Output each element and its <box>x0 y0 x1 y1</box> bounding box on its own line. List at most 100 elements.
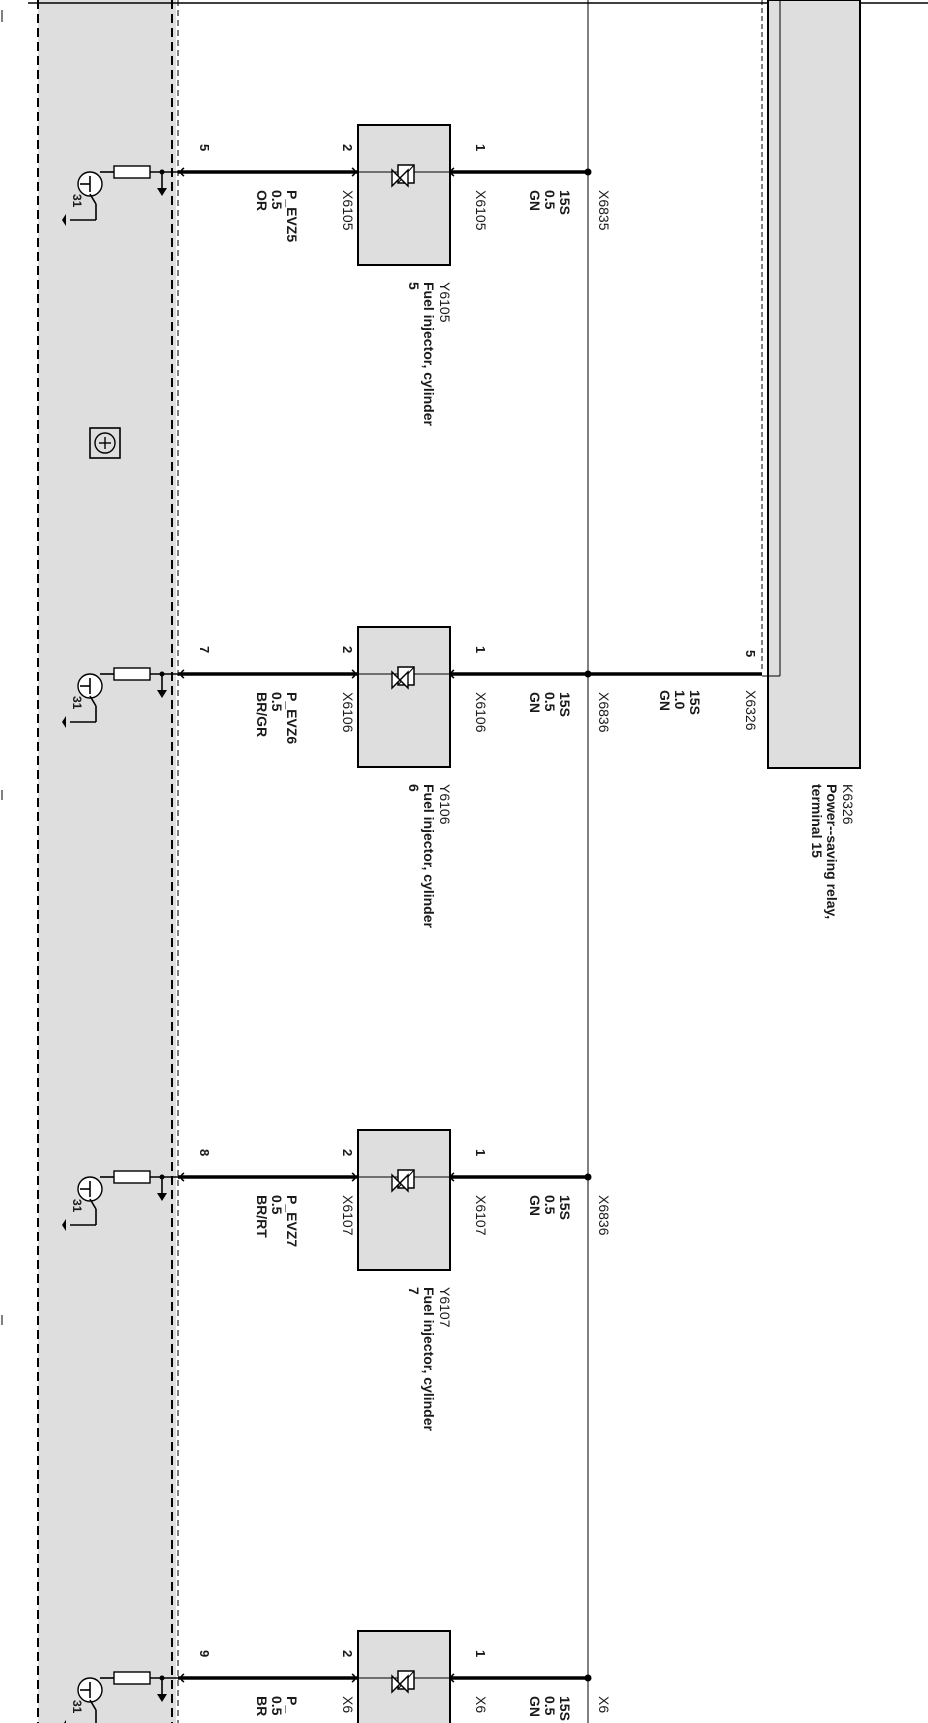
injector-id-label: Y6106 <box>437 784 453 825</box>
signal-size-label: 0.5 <box>269 1696 285 1716</box>
injector-pin-plus: 1 <box>473 144 488 151</box>
ground-terminal-label: 31 <box>70 696 84 710</box>
splice-dot <box>584 1173 592 1181</box>
relay-id: K6326 <box>840 784 856 825</box>
injector-description: Fuel injector, cylinder <box>421 1287 437 1431</box>
injector-cylinder-number: 6 <box>406 784 422 792</box>
ecu-pin-label: 8 <box>197 1149 212 1156</box>
injector-connector-plus: X6106 <box>473 692 489 733</box>
injector-pin-minus: 2 <box>340 646 355 653</box>
connector-arc-ecu <box>180 1172 185 1182</box>
connector-arc-pin2 <box>351 1172 356 1182</box>
valve-symbol <box>391 1173 409 1193</box>
ground-icon <box>62 214 66 226</box>
ecu-clamp-arrow <box>157 188 167 196</box>
relay-wire-color: GN <box>657 690 673 711</box>
relay-wire-terminal: 15S <box>687 690 703 715</box>
splice-connector-label: X6835 <box>596 190 612 231</box>
ecu-pin-label: 5 <box>197 144 212 151</box>
resistor <box>113 1671 151 1685</box>
valve-symbol <box>391 1674 409 1694</box>
splice-connector-label: X6836 <box>596 1195 612 1236</box>
splice-connector-label: X6 <box>596 1696 612 1713</box>
injector-pin-minus: 2 <box>340 1650 355 1657</box>
splice-dot <box>584 168 592 176</box>
signal-name-label: P_ <box>284 1696 300 1713</box>
feed-size-label: 0.5 <box>542 692 558 712</box>
injector-cylinder-number: 7 <box>406 1287 422 1295</box>
signal-name-label: P_EVZ5 <box>284 190 300 242</box>
valve-symbol <box>391 670 409 690</box>
resistor <box>113 667 151 681</box>
relay-pin: 5 <box>743 650 758 657</box>
splice-dot <box>584 1674 592 1682</box>
feed-terminal-label: 15S <box>557 692 573 717</box>
feed-size-label: 0.5 <box>542 1696 558 1716</box>
injector-body <box>357 626 451 768</box>
ground-icon <box>64 1720 66 1723</box>
transistor-emitter <box>89 193 97 205</box>
connector-arc-ecu <box>180 1673 185 1683</box>
injector-pin-plus: 1 <box>473 1650 488 1657</box>
connector-arc-pin2 <box>351 669 356 679</box>
transistor-emitter <box>89 695 97 707</box>
relay-wire-size: 1.0 <box>672 690 688 710</box>
injector-id-label: Y6105 <box>437 282 453 323</box>
injector-connector-minus: X6 <box>340 1696 356 1713</box>
splice-connector-label: X6836 <box>596 692 612 733</box>
injector-body <box>357 1129 451 1271</box>
injector-body <box>357 124 451 266</box>
connector-arc-pin2 <box>351 167 356 177</box>
relay-desc-line2: terminal 15 <box>809 784 825 858</box>
ground-icon <box>62 1219 66 1231</box>
relay-connector: X6326 <box>743 690 759 731</box>
ground-icon <box>62 716 66 728</box>
ground-terminal-label: 31 <box>70 1700 84 1714</box>
valve-symbol <box>391 168 409 188</box>
signal-name-label: P_EVZ6 <box>284 692 300 744</box>
feed-terminal-label: 15S <box>557 1696 573 1721</box>
injector-description: Fuel injector, cylinder <box>421 282 437 426</box>
relay-desc-line1: Power--saving relay, <box>824 784 840 919</box>
ecu-pin-label: 9 <box>197 1650 212 1657</box>
ecu-clamp-arrow <box>157 1694 167 1702</box>
injector-pin-plus: 1 <box>473 1149 488 1156</box>
signal-color-label: BR <box>254 1696 270 1716</box>
relay-k6326 <box>761 0 861 769</box>
feed-color-label: GN <box>527 1195 543 1216</box>
ecu-transistor-symbol <box>89 427 121 459</box>
signal-size-label: 0.5 <box>269 692 285 712</box>
signal-color-label: BR/GR <box>254 692 270 737</box>
transistor-emitter <box>89 1699 97 1711</box>
feed-size-label: 0.5 <box>542 190 558 210</box>
injector-connector-minus: X6107 <box>340 1195 356 1236</box>
ecu-clamp-arrow <box>157 1193 167 1201</box>
injector-connector-minus: X6105 <box>340 190 356 231</box>
injector-description: Fuel injector, cylinder <box>421 784 437 928</box>
ground-terminal-label: 31 <box>70 1199 84 1213</box>
signal-size-label: 0.5 <box>269 190 285 210</box>
injector-cylinder-number: 5 <box>406 282 422 290</box>
resistor <box>113 1170 151 1184</box>
ecu-pin-label: 7 <box>197 646 212 653</box>
injector-pin-minus: 2 <box>340 1149 355 1156</box>
injector-pin-plus: 1 <box>473 646 488 653</box>
connector-arc-ecu <box>180 669 185 679</box>
connector-arc-pin2 <box>351 1673 356 1683</box>
feed-color-label: GN <box>527 692 543 713</box>
feed-color-label: GN <box>527 190 543 211</box>
feed-color-label: GN <box>527 1696 543 1717</box>
transistor-emitter <box>89 1198 97 1210</box>
signal-color-label: BR/RT <box>254 1195 270 1238</box>
injector-connector-plus: X6 <box>473 1696 489 1713</box>
ecu-module-box <box>38 0 176 1723</box>
ground-terminal-label: 31 <box>70 194 84 208</box>
feed-size-label: 0.5 <box>542 1195 558 1215</box>
resistor <box>113 165 151 179</box>
connector-arc-ecu <box>180 167 185 177</box>
